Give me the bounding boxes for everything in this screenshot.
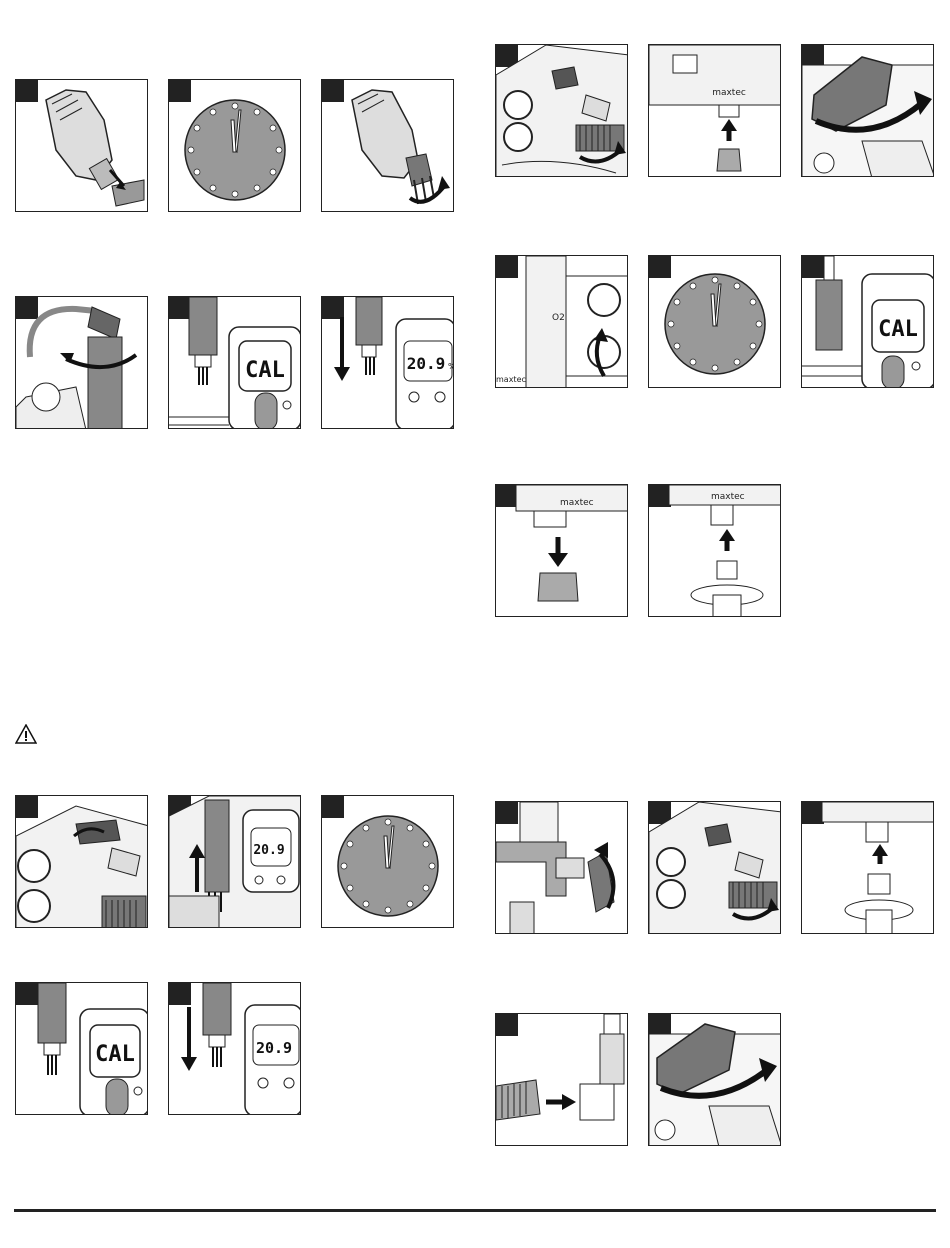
adapter-attach-illustration bbox=[802, 802, 934, 934]
cap-remove-illustration: maxtec bbox=[649, 45, 781, 177]
step-panel-cal-display-3: CAL bbox=[801, 255, 934, 388]
step-panel-attach-adapter: maxtec bbox=[648, 484, 781, 617]
sensor-tape-illustration bbox=[16, 80, 148, 212]
step-panel-flip-lever bbox=[801, 44, 934, 177]
brand-label: maxtec bbox=[560, 498, 594, 508]
step-panel-attach-adapter-2 bbox=[801, 801, 934, 934]
valve-nut-illustration bbox=[649, 802, 781, 934]
hose-connect-illustration bbox=[496, 1014, 628, 1146]
lcd-cal-text: CAL bbox=[878, 317, 918, 342]
lcd-reading-text: 20.9 bbox=[253, 843, 284, 858]
step-panel-wait-clock-2 bbox=[321, 795, 454, 928]
valve-close-illustration bbox=[16, 796, 148, 928]
step-panel-insert-sensor: 20.9 bbox=[168, 795, 301, 928]
step-panel-apply-tape bbox=[15, 79, 148, 212]
step-panel-close-valve bbox=[15, 795, 148, 928]
lcd-reading-text: 20.9 bbox=[256, 1039, 292, 1057]
lcd-reading-text: 20.9 bbox=[407, 354, 446, 373]
brand-label: maxtec bbox=[711, 492, 745, 502]
step-panel-reading-display-2: 20.9 bbox=[168, 982, 301, 1115]
step-panel-cal-display-2: CAL bbox=[15, 982, 148, 1115]
clock-icon bbox=[169, 80, 301, 212]
knob-turn-illustration bbox=[496, 802, 628, 934]
valve-nut-illustration bbox=[496, 45, 628, 177]
step-panel-connect-hose bbox=[495, 1013, 628, 1146]
lcd-cal-text: CAL bbox=[95, 1042, 135, 1067]
lcd-cal-text: CAL bbox=[245, 358, 285, 383]
monitor-cal-illustration: CAL bbox=[16, 983, 148, 1115]
sensor-insert-illustration: 20.9 bbox=[169, 796, 301, 928]
brand-label: maxtec bbox=[496, 375, 526, 384]
step-panel-loosen-nut bbox=[495, 44, 628, 177]
o2-label: O2 bbox=[552, 313, 565, 323]
monitor-reading-illustration: 20.9 bbox=[169, 983, 301, 1115]
footer-rule bbox=[14, 1209, 936, 1212]
step-panel-knob-turn bbox=[495, 801, 628, 934]
lcd-unit-text: % bbox=[448, 362, 454, 371]
monitor-cal-illustration: CAL bbox=[802, 256, 934, 388]
adapter-attach-illustration: maxtec bbox=[649, 485, 781, 617]
step-panel-remove-cap: maxtec bbox=[648, 44, 781, 177]
step-panel-cal-display: CAL bbox=[168, 296, 301, 429]
step-panel-wait-clock-3 bbox=[648, 255, 781, 388]
step-panel-connect-cable bbox=[15, 296, 148, 429]
cable-connect-illustration bbox=[16, 297, 148, 429]
lever-rotate-illustration bbox=[802, 45, 934, 177]
clock-icon bbox=[649, 256, 781, 388]
o2-port-illustration: O2 maxtec bbox=[496, 256, 628, 388]
step-panel-flip-lever-2 bbox=[648, 1013, 781, 1146]
sensor-rotate-illustration bbox=[322, 80, 454, 212]
monitor-cal-illustration: CAL bbox=[169, 297, 301, 429]
step-panel-reading-display: 20.9 % bbox=[321, 296, 454, 429]
brand-label: maxtec bbox=[712, 88, 746, 98]
cap-replace-illustration: maxtec bbox=[496, 485, 628, 617]
monitor-reading-illustration: 20.9 % bbox=[322, 297, 454, 429]
step-panel-replace-cap: maxtec bbox=[495, 484, 628, 617]
warning-icon bbox=[15, 724, 37, 744]
clock-icon bbox=[322, 796, 454, 928]
step-panel-tighten-nut bbox=[648, 801, 781, 934]
lever-rotate-illustration bbox=[649, 1014, 781, 1146]
step-panel-thread-sensor bbox=[321, 79, 454, 212]
step-panel-o2-port: O2 maxtec bbox=[495, 255, 628, 388]
step-panel-wait-clock bbox=[168, 79, 301, 212]
